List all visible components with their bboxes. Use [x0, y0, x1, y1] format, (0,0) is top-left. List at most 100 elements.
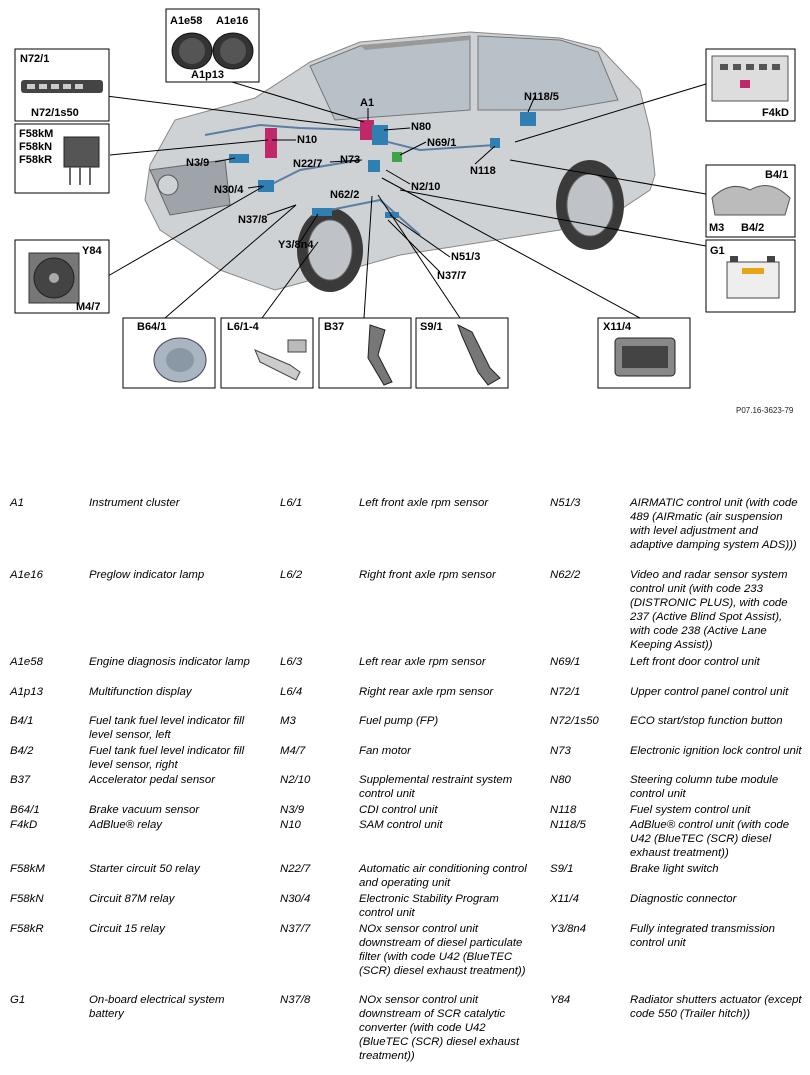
brake-light-switch-box: S9/1 [415, 317, 509, 389]
label-a1e16: A1e16 [216, 15, 248, 27]
legend-code: N62/2 [550, 569, 581, 581]
legend-code: N69/1 [550, 656, 581, 668]
legend-code: N51/3 [550, 497, 581, 509]
vehicle-callouts: A1 N80 N10 N3/9 N22/7 N73 N69/1 N118 N11… [186, 91, 559, 282]
label-b4-2: B4/2 [741, 222, 764, 234]
label-b64-1: B64/1 [137, 321, 166, 333]
label-b37: B37 [324, 321, 344, 333]
legend-code: B4/2 [10, 745, 34, 757]
legend-code: A1p13 [10, 686, 43, 698]
legend-description: AdBlue® relay [89, 819, 162, 831]
callout-n118: N118 [470, 165, 496, 177]
legend-code: N10 [280, 819, 301, 831]
label-a1p13: A1p13 [191, 69, 224, 81]
label-l6-1-4: L6/1-4 [227, 321, 260, 333]
legend-code: N118 [550, 804, 577, 816]
legend-description: Instrument cluster [89, 497, 180, 509]
callout-n30-4: N30/4 [214, 184, 244, 196]
legend-code: M4/7 [280, 745, 306, 757]
legend-description: Video and radar sensor system control un… [630, 569, 788, 651]
legend-code: F58kR [10, 923, 44, 935]
legend-description: Right rear axle rpm sensor [359, 686, 494, 698]
legend-code: N2/10 [280, 774, 311, 786]
legend-code: Y84 [550, 994, 571, 1006]
upper-control-panel-box: N72/1 N72/1s50 [14, 48, 110, 122]
legend-description: Multifunction display [89, 686, 192, 698]
legend-code: A1 [10, 497, 24, 509]
legend-description: Left front axle rpm sensor [359, 497, 489, 509]
legend-description: Circuit 15 relay [89, 923, 165, 935]
legend-description: Preglow indicator lamp [89, 569, 205, 581]
legend-code: F58kM [10, 863, 45, 875]
legend-description: Circuit 87M relay [89, 893, 175, 905]
legend-description: Upper control panel control unit [630, 686, 789, 698]
fuel-tank-box: B4/1 M3 B4/2 [705, 164, 796, 238]
fan-box: Y84 M4/7 [14, 239, 110, 314]
label-f58kn: F58kN [19, 141, 52, 153]
legend-description: Radiator shutters actuator (except code … [630, 994, 802, 1020]
callout-n51-3: N51/3 [451, 251, 480, 263]
legend-description: Fully integrated transmission control un… [630, 923, 775, 949]
legend-description: Electronic Stability Program control uni… [359, 893, 499, 919]
legend-code: Y3/8n4 [550, 923, 587, 935]
legend-description: Fan motor [359, 745, 411, 757]
label-y84: Y84 [82, 245, 102, 257]
legend-code: N80 [550, 774, 571, 786]
callout-n3-9: N3/9 [186, 157, 209, 169]
callout-y3-8n4: Y3/8n4 [278, 239, 314, 251]
legend-description: Brake light switch [630, 863, 719, 875]
instrument-cluster-box: A1e58 A1e16 A1p13 [165, 8, 260, 83]
legend-description: Automatic air conditioning control and o… [359, 863, 527, 889]
callout-n62-2: N62/2 [330, 189, 359, 201]
legend-code: A1e16 [10, 569, 43, 581]
legend-description: Fuel system control unit [630, 804, 751, 816]
legend-description: Left front door control unit [630, 656, 760, 668]
legend-code: F4kD [10, 819, 38, 831]
legend-description: CDI control unit [359, 804, 438, 816]
legend-description: Fuel tank fuel level indicator fill leve… [89, 745, 245, 771]
legend-description: Fuel pump (FP) [359, 715, 439, 727]
callout-n73: N73 [340, 154, 360, 166]
adblue-relay-box: F4kD [705, 48, 796, 122]
label-b4-1: B4/1 [765, 169, 788, 181]
component-location-diagram: A1 N80 N10 N3/9 N22/7 N73 N69/1 N118 N11… [14, 8, 796, 389]
legend-description: NOx sensor control unit downstream of di… [359, 923, 526, 977]
label-n72-1: N72/1 [20, 53, 49, 65]
callout-n37-7: N37/7 [437, 270, 466, 282]
legend-code: M3 [280, 715, 296, 727]
legend-description: Right front axle rpm sensor [359, 569, 496, 581]
legend-description: NOx sensor control unit downstream of SC… [359, 994, 520, 1062]
legend-code: N72/1 [550, 686, 581, 698]
callout-a1: A1 [360, 97, 374, 109]
legend-code: F58kN [10, 893, 44, 905]
legend-code: B37 [10, 774, 31, 786]
label-f58km: F58kM [19, 128, 53, 140]
legend-code: B64/1 [10, 804, 40, 816]
label-g1: G1 [710, 245, 725, 257]
label-n72-1s50: N72/1s50 [31, 107, 79, 119]
legend-description: SAM control unit [359, 819, 443, 831]
callout-n80: N80 [411, 121, 431, 133]
label-f58kr: F58kR [19, 154, 52, 166]
legend-code: X11/4 [550, 893, 579, 905]
accelerator-pedal-sensor-box: B37 [318, 317, 412, 389]
callout-n37-8: N37/8 [238, 214, 267, 226]
legend-code: L6/3 [280, 656, 303, 668]
callout-n2-10: N2/10 [411, 181, 440, 193]
legend-code: N73 [550, 745, 571, 757]
legend-code: N30/4 [280, 893, 311, 905]
brake-vacuum-sensor-box: B64/1 [122, 317, 216, 389]
callout-n10: N10 [297, 134, 317, 146]
legend-description: AIRMATIC control unit (with code 489 (AI… [630, 497, 798, 551]
label-a1e58: A1e58 [170, 15, 202, 27]
legend-description: Steering column tube module control unit [630, 774, 779, 800]
battery-box: G1 [705, 239, 796, 313]
relays-box: F58kM F58kN F58kR [14, 123, 110, 194]
legend-description: Diagnostic connector [630, 893, 737, 905]
legend-code: S9/1 [550, 863, 574, 875]
leader-lines [74, 81, 707, 319]
legend-code: L6/1 [280, 497, 303, 509]
legend-code: L6/2 [280, 569, 303, 581]
legend-description: AdBlue® control unit (with code U42 (Blu… [630, 819, 790, 859]
legend-code: N118/5 [550, 819, 586, 831]
